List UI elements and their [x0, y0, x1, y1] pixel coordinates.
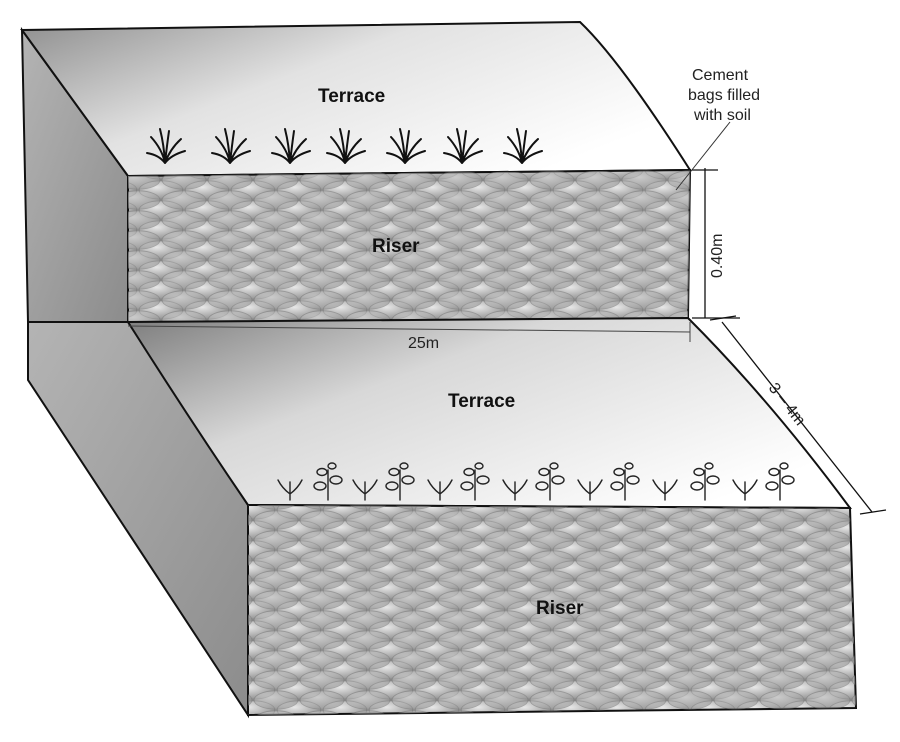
riser-upper-label: Riser: [372, 236, 420, 257]
annotation-text-line2: bags filled: [688, 87, 760, 104]
grass-tuft-icon: [146, 128, 543, 164]
dimension-height-label: 0.40m: [709, 234, 726, 278]
annotation-leader: [675, 121, 731, 191]
annotation-text-line1: Cement: [692, 67, 749, 84]
dimension-length-label: 25m: [408, 335, 439, 352]
dimension-width: [709, 315, 887, 515]
terrace-lower-label: Terrace: [448, 391, 515, 412]
annotation-text-line3: with soil: [693, 107, 751, 124]
dimension-height: [692, 168, 740, 319]
terrace-upper-label: Terrace: [318, 86, 385, 107]
upper-terrace-surface: [20, 20, 692, 178]
seedling-icon: [277, 462, 795, 501]
riser-lower-label: Riser: [536, 598, 584, 619]
dimension-length: [127, 322, 691, 342]
